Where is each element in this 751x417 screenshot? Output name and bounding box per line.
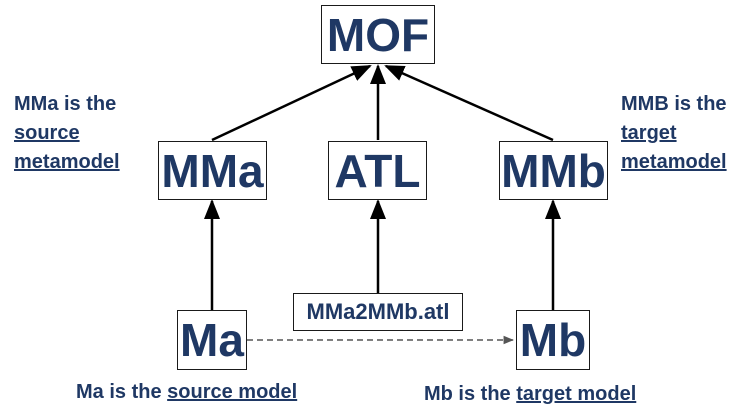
mmb-box: MMb	[499, 141, 608, 200]
mmb-note-target-link[interactable]: target	[621, 122, 677, 144]
mb-box: Mb	[516, 310, 590, 370]
mma-note-source-link[interactable]: source	[14, 122, 80, 144]
mma-note: MMa is the source metamodel	[14, 90, 120, 177]
transformation-box: MMa2MMb.atl	[293, 293, 463, 331]
mb-note: Mb is the target model	[424, 380, 636, 409]
mmb-note: MMB is the target metamodel	[621, 90, 727, 177]
mb-note-target-model-link[interactable]: target model	[516, 383, 637, 405]
mof-box: MOF	[321, 5, 435, 64]
ma-note-prefix: Ma is the	[76, 381, 168, 403]
mmb-note-line1: MMB is the	[621, 93, 727, 115]
ma-note: Ma is the source model	[76, 378, 297, 407]
arrow-mma-to-mof	[211, 64, 372, 142]
mma-box: MMa	[158, 141, 267, 200]
mmb-note-metamodel-link[interactable]: metamodel	[621, 151, 727, 173]
atl-box: ATL	[328, 141, 427, 200]
mb-note-prefix: Mb is the	[424, 383, 517, 405]
mma-note-line1: MMa is the	[14, 93, 117, 115]
arrow-mmb-to-mof	[384, 64, 554, 142]
mma-note-metamodel-link[interactable]: metamodel	[14, 151, 120, 173]
ma-note-source-model-link[interactable]: source model	[167, 381, 298, 403]
ma-box: Ma	[177, 310, 247, 370]
